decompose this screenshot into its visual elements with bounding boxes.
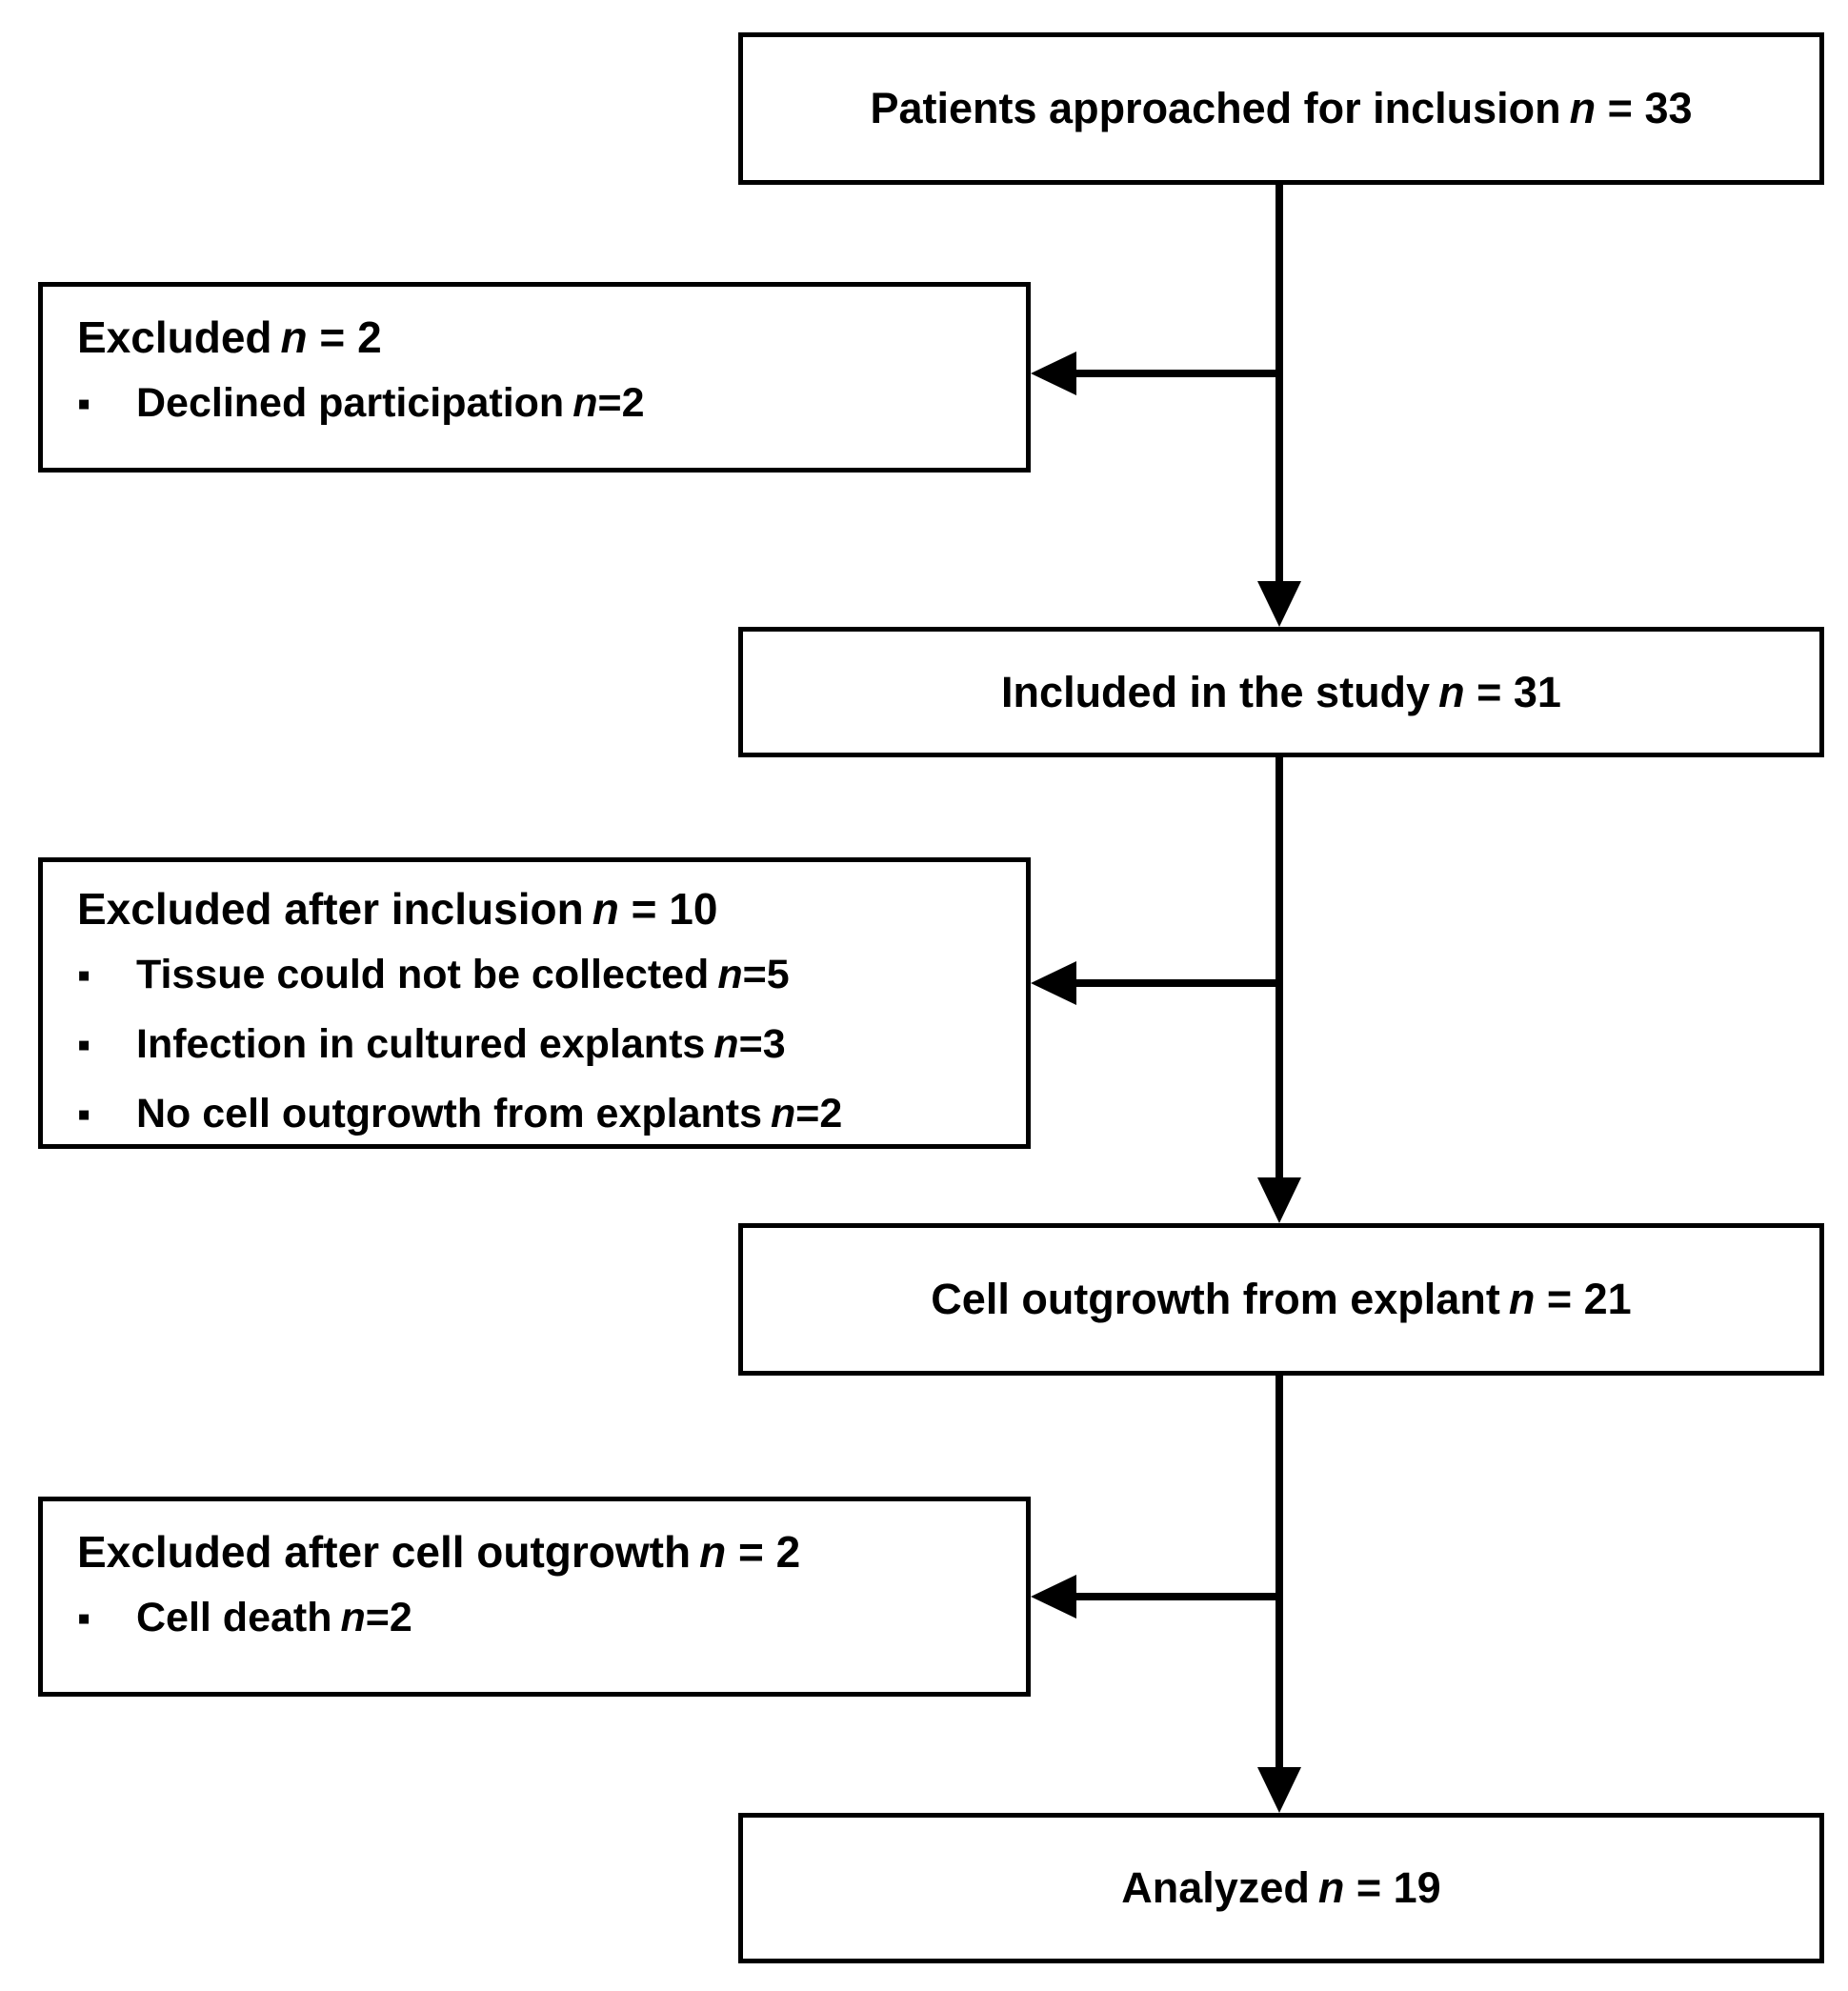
arrowhead-left-excluded-after-inclusion-icon [1031, 961, 1076, 1005]
n-symbol: n [771, 1091, 796, 1136]
n-symbol: n [1508, 1275, 1536, 1323]
arrowhead-left-excluded-initial-icon [1031, 352, 1076, 395]
n-value: 2 [389, 1595, 412, 1640]
equals-sign: = [319, 312, 346, 362]
connector-included-to-outgrowth [1276, 757, 1283, 1179]
n-value: 2 [357, 312, 382, 362]
equals-sign: = [631, 884, 657, 934]
n-value: 2 [775, 1527, 801, 1577]
label-text: Cell outgrowth from explant [931, 1275, 1500, 1323]
n-symbol: n [699, 1527, 727, 1577]
bullet-icon: ▪ [77, 1024, 91, 1066]
bullet-icon: ▪ [77, 955, 91, 996]
equals-sign: = [742, 952, 767, 997]
bullet-icon: ▪ [77, 1598, 91, 1639]
n-symbol: n [717, 952, 743, 997]
arrowhead-down-outgrowth-icon [1257, 1177, 1301, 1223]
n-symbol: n [1438, 667, 1465, 716]
equals-sign: = [738, 1021, 763, 1067]
arrowhead-down-included-icon [1257, 581, 1301, 627]
label-text: Analyzed [1121, 1863, 1310, 1912]
n-symbol: n [592, 884, 619, 934]
bullet-icon: ▪ [77, 383, 91, 425]
n-symbol: n [1569, 84, 1597, 132]
equals-sign: = [1476, 667, 1502, 716]
label-text: Excluded after cell outgrowth [77, 1527, 692, 1577]
equals-sign: = [365, 1595, 390, 1640]
label-text: Declined participation [136, 380, 565, 426]
label-text: Excluded [77, 312, 272, 362]
n-value: 5 [766, 952, 790, 997]
arrowhead-left-excluded-after-outgrowth-icon [1031, 1575, 1076, 1619]
n-value: 10 [669, 884, 718, 934]
label-text: Patients approached for inclusion [870, 84, 1561, 132]
n-value: 19 [1393, 1863, 1441, 1912]
label-text: Infection in cultured explants [136, 1021, 706, 1067]
n-symbol: n [572, 380, 598, 426]
label-text: Excluded after inclusion [77, 884, 584, 934]
connector-patients-to-included [1276, 185, 1283, 585]
connector-branch-excluded-after-inclusion [1073, 979, 1283, 987]
arrowhead-down-analyzed-icon [1257, 1767, 1301, 1813]
n-value: 2 [621, 380, 645, 426]
n-value: 2 [819, 1091, 843, 1136]
equals-sign: = [1546, 1275, 1573, 1323]
label-text: Tissue could not be collected [136, 952, 710, 997]
equals-sign: = [1607, 84, 1633, 132]
equals-sign: = [737, 1527, 764, 1577]
n-symbol: n [340, 1595, 366, 1640]
label-text: Cell death [136, 1595, 332, 1640]
n-value: 33 [1644, 84, 1693, 132]
equals-sign: = [597, 380, 622, 426]
label-text: No cell outgrowth from explants [136, 1091, 762, 1136]
n-symbol: n [713, 1021, 739, 1067]
label-text: Included in the study [1001, 667, 1431, 716]
equals-sign: = [795, 1091, 820, 1136]
n-symbol: n [280, 312, 308, 362]
n-value: 31 [1513, 667, 1561, 716]
connector-branch-excluded-after-outgrowth [1073, 1593, 1283, 1600]
equals-sign: = [1356, 1863, 1382, 1912]
n-value: 21 [1583, 1275, 1632, 1323]
n-symbol: n [1317, 1863, 1345, 1912]
connector-branch-excluded-initial [1073, 370, 1283, 377]
n-value: 3 [762, 1021, 786, 1067]
connector-outgrowth-to-analyzed [1276, 1376, 1283, 1769]
bullet-icon: ▪ [77, 1094, 91, 1136]
